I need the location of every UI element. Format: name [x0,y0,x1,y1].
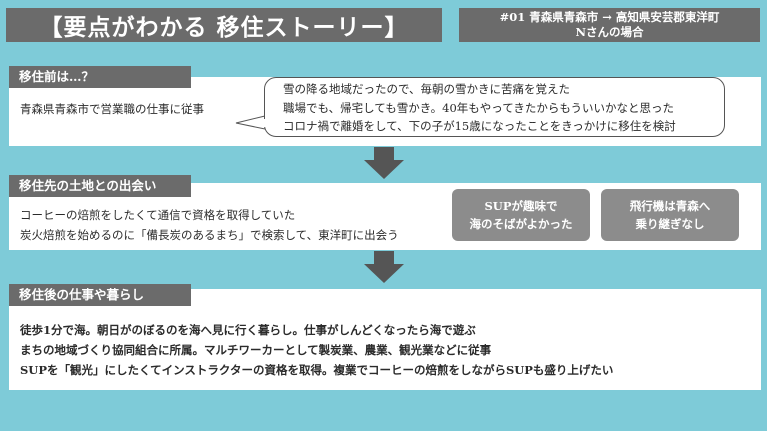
after-line: 徒歩1分で海。朝日がのぼるのを海へ見に行く暮らし。仕事がしんどくなったら海で遊ぶ [20,323,476,337]
reason-line: SUPが趣味で [484,199,558,213]
case-info: #01 青森県青森市 → 高知県安芸郡東洋町 Nさんの場合 [459,8,760,42]
quote-line: 職場でも、帰宅しても雪かき。40年もやってきたからもういいかなと思った [283,100,675,115]
after-line: まちの地域づくり協同組合に所属。マルチワーカーとして製炭業、農業、観光業などに従… [20,343,492,357]
before-section-label: 移住前は…？ [9,66,191,88]
encounter-text: コーヒーの焙煎をしたくて通信で資格を取得していた 炭火焙煎を始めるのに「備長炭の… [20,205,399,245]
after-text: 徒歩1分で海。朝日がのぼるのを海へ見に行く暮らし。仕事がしんどくなったら海で遊ぶ… [20,320,613,380]
reason-line: 乗り継ぎなし [635,217,705,231]
reason-box-sup: SUPが趣味で 海のそばがよかった [452,189,590,241]
encounter-line: 炭火焙煎を始めるのに「備長炭のあるまち」で検索して、東洋町に出会う [20,228,399,242]
down-arrow-icon [364,251,404,283]
encounter-section-label: 移住先の土地との出会い [9,175,191,197]
after-line: SUPを「観光」にしたくてインストラクターの資格を取得。複業でコーヒーの焙煎をし… [20,363,614,377]
reason-line: 海のそばがよかった [469,217,573,231]
reason-box-flight: 飛行機は青森へ 乗り継ぎなし [601,189,739,241]
page-title: 【要点がわかる 移住ストーリー】 [6,8,442,42]
case-person: Nさんの場合 [575,25,644,39]
speech-bubble-tail-cover [263,119,267,127]
reason-line: 飛行機は青森へ [629,199,711,213]
before-summary: 青森県青森市で営業職の仕事に従事 [20,102,204,116]
case-route: #01 青森県青森市 → 高知県安芸郡東洋町 [499,10,720,24]
quote-line: 雪の降る地域だったので、毎朝の雪かきに苦痛を覚えた [283,82,571,96]
quote-lines: 雪の降る地域だったので、毎朝の雪かきに苦痛を覚えた 職場でも、帰宅しても雪かき。… [283,80,676,136]
quote-bubble: 雪の降る地域だったので、毎朝の雪かきに苦痛を覚えた 職場でも、帰宅しても雪かき。… [264,77,725,137]
after-section-label: 移住後の仕事や暮らし [9,284,191,306]
encounter-line: コーヒーの焙煎をしたくて通信で資格を取得していた [20,208,296,222]
down-arrow-icon [364,147,404,179]
quote-line: コロナ禍で離婚をして、下の子が15歳になったことをきっかけに移住を検討 [283,119,676,133]
